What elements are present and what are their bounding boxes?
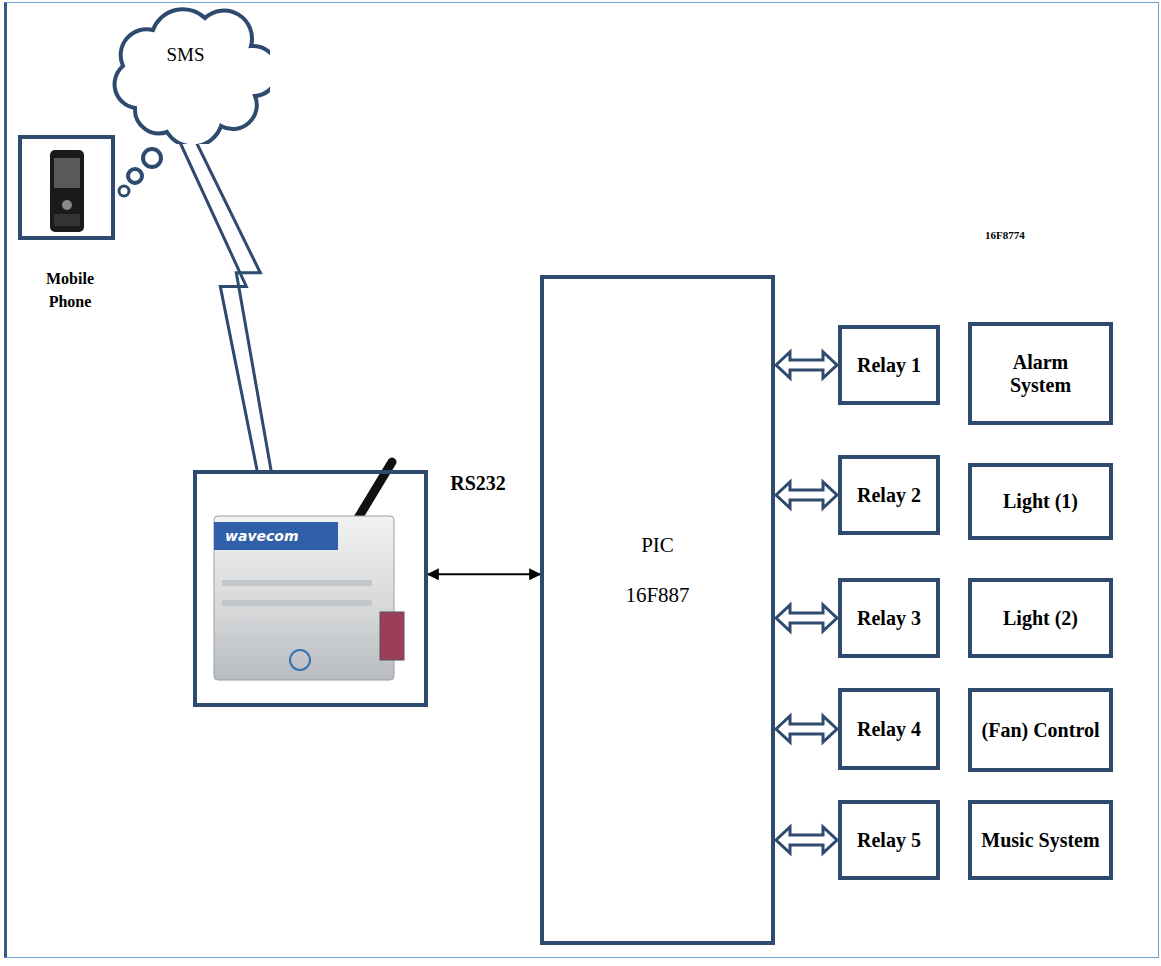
caption-label: Mobile Phone [40,267,100,313]
relay-arrow [776,482,837,508]
relay-box: Relay 2 [838,455,940,535]
device-box: (Fan) Control [968,688,1113,772]
modem-image [214,462,404,680]
device-label: Light (2) [1003,607,1078,630]
relay-box: Relay 3 [838,578,940,658]
device-box: Alarm System [968,322,1113,425]
sms-cloud: SMS [105,4,270,144]
phone-box: Mobile Phone [18,135,115,240]
thought-bubble [128,169,142,183]
relay-box: Relay 4 [838,688,940,770]
relay-arrow [776,827,837,853]
microcontroller-box: PIC 16F887 [540,275,775,945]
relay-label: Relay 2 [857,484,921,507]
device-label: (Fan) Control [982,719,1100,742]
device-label: Light (1) [1003,490,1078,513]
thought-bubble [119,186,129,196]
relay-label: Relay 3 [857,607,921,630]
relay-label: Relay 5 [857,829,921,852]
relay-arrow [776,605,837,631]
relay-box: Relay 5 [838,800,940,880]
gsm-modem-box: wavecom [193,470,428,707]
device-label: Alarm System [996,351,1086,397]
message-label: SMS [166,44,204,66]
microcontroller-label: PIC 16F887 [618,520,698,621]
relay-arrow [776,352,837,378]
relay-label: Relay 1 [857,354,921,377]
serial-link [428,573,540,575]
interface-label: RS232 [450,472,506,495]
phone-icon [50,150,84,232]
device-box: Light (1) [968,463,1113,540]
relay-box: Relay 1 [838,325,940,405]
wireless-link [174,128,271,470]
cloud-outline [105,4,270,144]
device-label: Music System [981,829,1099,852]
device-box: Light (2) [968,578,1113,658]
part-number-label: 16F8774 [985,229,1025,241]
brand-label: wavecom [225,528,299,544]
relay-arrow [776,716,837,742]
relay-label: Relay 4 [857,718,921,741]
device-box: Music System [968,800,1113,880]
thought-bubble [143,149,161,167]
